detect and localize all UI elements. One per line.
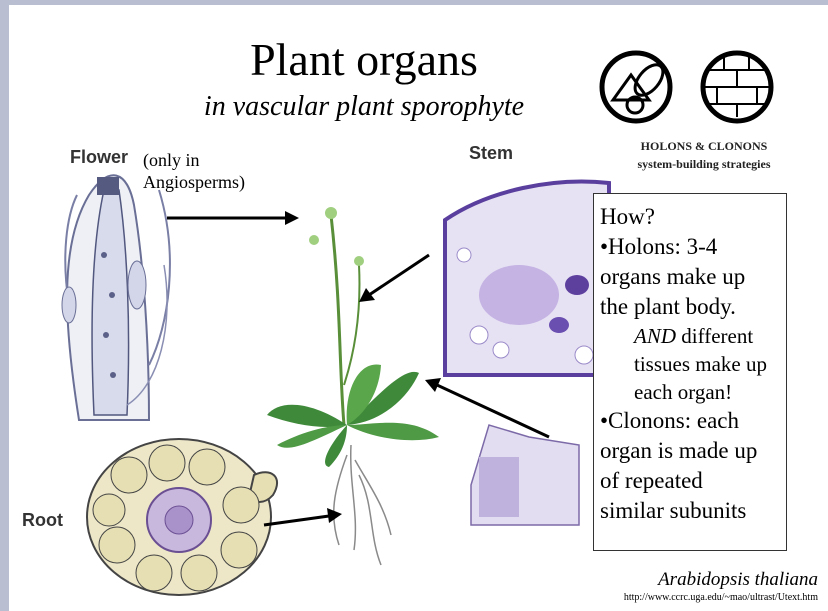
info-subline: AND different bbox=[600, 322, 782, 350]
source-url: http://www.ccrc.uga.edu/~mao/ultrast/Ute… bbox=[623, 592, 818, 603]
info-line: •Clonons: each bbox=[600, 408, 739, 433]
flower-note-line1: (only in bbox=[143, 150, 200, 170]
info-line: organ is made up bbox=[600, 438, 758, 463]
info-line: the plant body. bbox=[600, 294, 736, 319]
illustration bbox=[61, 50, 774, 596]
arrow-root-to-plant bbox=[263, 508, 342, 527]
arrow-leaf-to-plant bbox=[425, 378, 550, 439]
info-subline: each organ! bbox=[634, 380, 733, 404]
root-section-image bbox=[86, 438, 279, 596]
root-label: Root bbox=[22, 510, 63, 530]
slide-subtitle: in vascular plant sporophyte bbox=[203, 91, 525, 122]
leaf-section-image bbox=[470, 424, 580, 526]
info-line: organs make up bbox=[600, 264, 746, 289]
holons-clonons-logo bbox=[599, 50, 774, 124]
info-line: of repeated bbox=[600, 468, 703, 493]
flower-note: (only in Angiosperms) bbox=[143, 149, 245, 193]
info-line: How? bbox=[600, 204, 655, 229]
arrow-flower-to-plant bbox=[167, 211, 299, 225]
logo-caption-line2: system-building strategies bbox=[637, 157, 771, 171]
flower-section-image bbox=[61, 174, 171, 421]
stem-label: Stem bbox=[469, 143, 514, 163]
holons-clonons-text-box: How? •Holons: 3-4 organs make up the pla… bbox=[593, 193, 787, 551]
arrow-stem-to-plant bbox=[359, 253, 430, 302]
logo-caption-line1: HOLONS & CLONONS bbox=[640, 139, 768, 153]
arabidopsis-plant-image bbox=[267, 207, 439, 566]
slide: Plant organs in vascular plant sporophyt… bbox=[9, 5, 828, 611]
info-subline: tissues make up bbox=[634, 352, 767, 376]
info-line: similar subunits bbox=[600, 498, 747, 523]
logo-caption: HOLONS & CLONONS system-building strateg… bbox=[599, 137, 809, 173]
stem-section-image bbox=[443, 179, 611, 377]
slide-title: Plant organs bbox=[250, 34, 478, 85]
species-caption: Arabidopsis thaliana bbox=[658, 569, 818, 590]
info-line: •Holons: 3-4 bbox=[600, 234, 718, 259]
flower-label: Flower bbox=[70, 147, 129, 167]
info-subline-text: different bbox=[676, 324, 754, 348]
flower-note-line2: Angiosperms) bbox=[143, 172, 245, 192]
info-emphasis: AND bbox=[634, 324, 676, 348]
